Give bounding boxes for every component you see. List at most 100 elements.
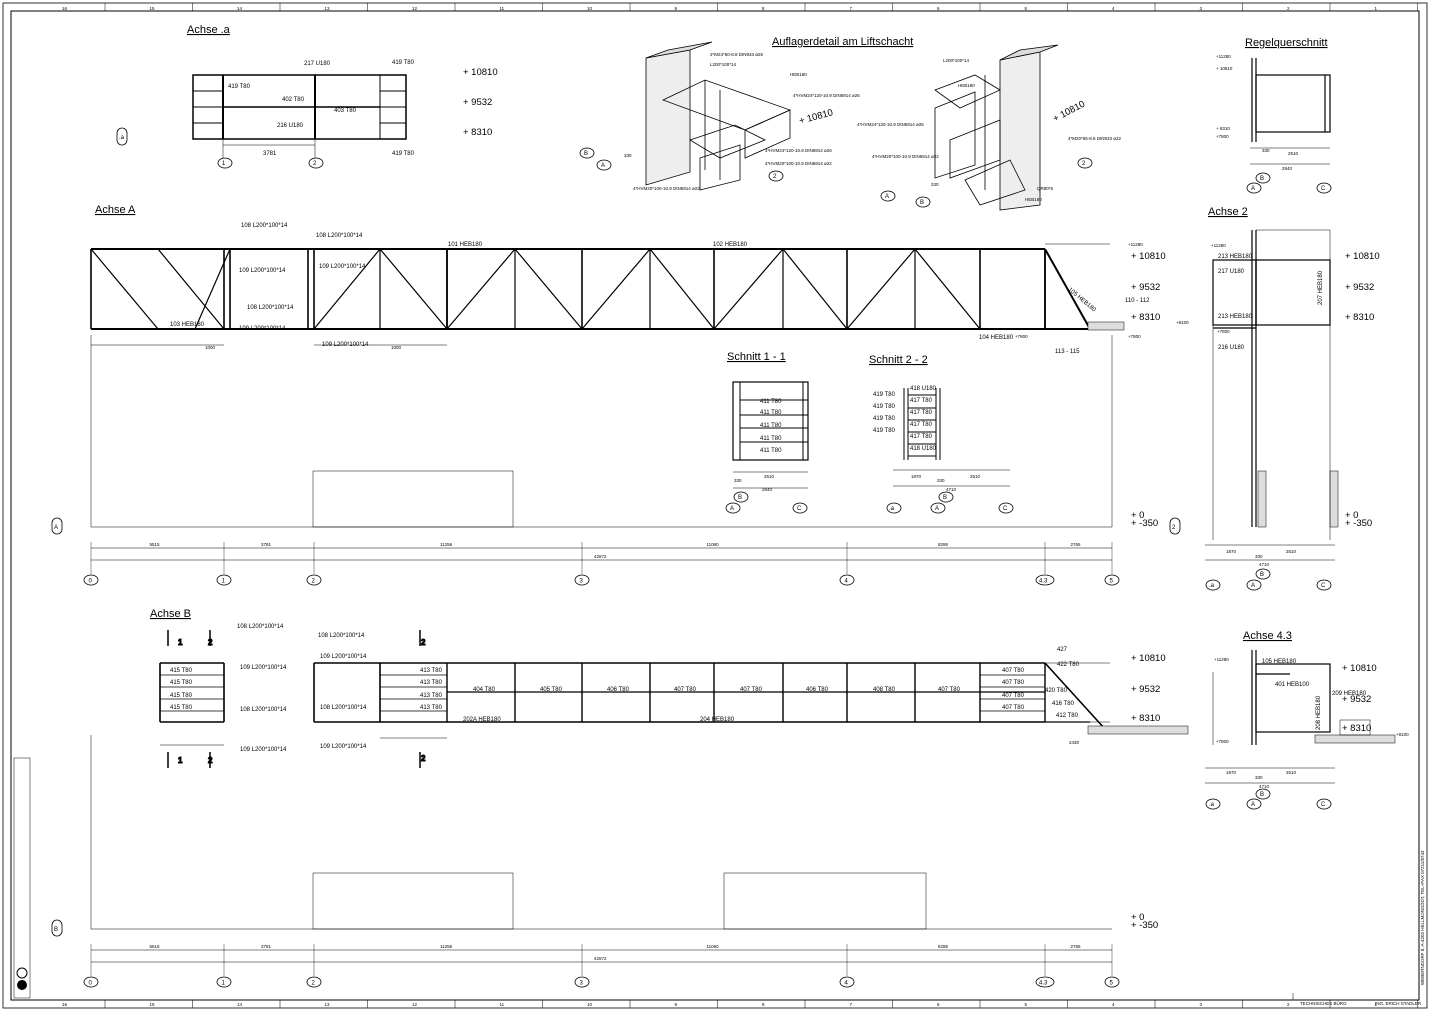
s11-ax-C: C [797, 506, 802, 512]
label-419: 419 T80 [228, 84, 251, 90]
regel-330: 330 [1262, 148, 1270, 153]
title-achse-A: Achse A [95, 204, 136, 216]
title-block: TECHNISCHES BÜRO ING. ERICH STADLER WEBE… [13, 757, 1425, 1006]
s22-417b: 417 T80 [910, 410, 933, 416]
diagonal [446, 248, 516, 330]
a43-209: 209 HEB180 [1332, 691, 1367, 697]
axis-label: 4 [845, 981, 849, 987]
a43-401: 401 HEB100 [1275, 682, 1310, 688]
regel-ax-B: B [1260, 176, 1264, 182]
end-diagonal [1044, 248, 1091, 330]
levels-B: + 10810 + 9532 + 8310 + 0 + -350 [1131, 653, 1166, 931]
B-407b: 407 T80 [740, 687, 763, 693]
A-9532: + 9532 [1131, 282, 1160, 293]
s22-418b: 418 U180 [910, 446, 937, 452]
title-achse-B: Achse B [150, 608, 191, 620]
s22-419d: 419 T80 [873, 428, 896, 434]
frame-number-top: 14 [237, 6, 243, 11]
diagonal [90, 248, 159, 330]
axis-bubble [83, 574, 99, 586]
a2-ax-a: .a [1209, 583, 1215, 589]
s22-417a: 417 T80 [910, 398, 933, 404]
ground-outline-B [90, 725, 1189, 930]
a2-7800: +7800 [1217, 329, 1230, 334]
frame-number-bottom: 14 [237, 1002, 243, 1007]
dim-value: 2765 [1071, 944, 1082, 949]
note-heb-left: HEB180 [790, 72, 807, 77]
dim-total: 42672 [594, 956, 607, 961]
frame-number-bottom: 11 [500, 1002, 505, 1007]
axis-bubble [574, 976, 590, 988]
a43-ax-a: .a [1209, 802, 1215, 808]
view-achse-a-small: Achse .a 217 U180 402 T80 403 T80 216 U1… [116, 24, 498, 169]
regel-7800: +7800 [1216, 134, 1229, 139]
label-109d: 109 L200*100*14 [322, 342, 369, 348]
frame-number-bottom: 12 [412, 1002, 418, 1007]
B-108a: 108 L200*100*14 [237, 624, 284, 630]
level-10810-right-iso: + 10810 [1051, 99, 1087, 125]
a43-330: 330 [1255, 775, 1263, 780]
B-204: 204 HEB180 [700, 717, 735, 723]
B-202A: 202A HEB180 [463, 717, 501, 723]
axis-label: 4.3 [1039, 981, 1048, 987]
title-auflager: Auflagerdetail am Liftschacht [772, 36, 913, 48]
dim-1000a: 1000 [205, 345, 216, 350]
B-9532: + 9532 [1131, 684, 1160, 695]
a2-213b: 213 HEB180 [1218, 314, 1253, 320]
iso-ax-A2: A [885, 194, 889, 200]
B-420: 420 T80 [1045, 688, 1068, 694]
a2-2510: 2510 [1286, 549, 1297, 554]
frame-grid-numbers: 1616151514141313121211111010998877665544… [62, 3, 1418, 1008]
dim-value: 8295 [938, 944, 949, 949]
title-achse-43: Achse 4.3 [1243, 630, 1292, 642]
B-416: 416 T80 [1052, 701, 1075, 707]
dim-value: 11060 [707, 944, 720, 949]
iso-dim-330-left: 330 [624, 153, 632, 158]
B-404: 404 T80 [473, 687, 496, 693]
a2-8310: + 8310 [1345, 312, 1374, 323]
diagonal [782, 248, 848, 330]
s22-419a: 419 T80 [873, 392, 896, 398]
label-419b: 419 T80 [392, 60, 415, 66]
dim-value: 2765 [1071, 542, 1082, 547]
axis-bubble [1035, 976, 1055, 988]
regel-ax-A: A [1251, 186, 1255, 192]
title-achse-a-small: Achse .a [187, 24, 231, 36]
B-108c: 108 L200*100*14 [320, 705, 367, 711]
a2-ax-B: B [1260, 572, 1264, 578]
B-406b: 406 T80 [806, 687, 829, 693]
diagonal [713, 248, 784, 330]
axis-label: 5 [1110, 579, 1114, 585]
a2-207: 207 HEB180 [1318, 270, 1324, 305]
label-104: 104 HEB180 [979, 335, 1014, 341]
a2-ax-2: 2 [1172, 525, 1176, 531]
diagonal [514, 248, 583, 330]
B-108b: 108 L200*100*14 [318, 633, 365, 639]
level-10810-small: + 10810 [463, 67, 498, 78]
B-m350: + -350 [1131, 920, 1158, 931]
axis-B-bubble: B [54, 927, 58, 933]
A-10810: + 10810 [1131, 251, 1166, 262]
axis-label: 2 [312, 981, 316, 987]
label-108c: 108 L200*100*14 [247, 305, 294, 311]
frame-number-bottom: 6 [937, 1002, 940, 1007]
axis-label: 1 [222, 579, 226, 585]
s11-411b: 411 T80 [760, 410, 782, 416]
B-407e: 407 T80 [1002, 680, 1025, 686]
B-422: 422 T80 [1057, 662, 1080, 668]
regel-2840: 2840 [1282, 166, 1293, 171]
frame-number-top: 13 [325, 6, 331, 11]
level-9532-small: + 9532 [463, 97, 492, 108]
s11-ax-B: B [738, 495, 742, 501]
B-413a: 413 T80 [420, 668, 443, 674]
a2-ax-A: A [1251, 583, 1255, 589]
diagonal [194, 248, 231, 330]
B-109b: 109 L200*100*14 [320, 654, 367, 660]
B-109d: 109 L200*100*14 [320, 744, 367, 750]
note-l200: L200*100*14 [710, 62, 737, 67]
note-hvm24-left2: 4*HVM24*120-10.9 DIN6914 ø26 [765, 148, 832, 153]
axis-bubble [306, 574, 322, 586]
s11-411e: 411 T80 [760, 448, 782, 454]
iso-ax-B1: B [584, 151, 588, 157]
